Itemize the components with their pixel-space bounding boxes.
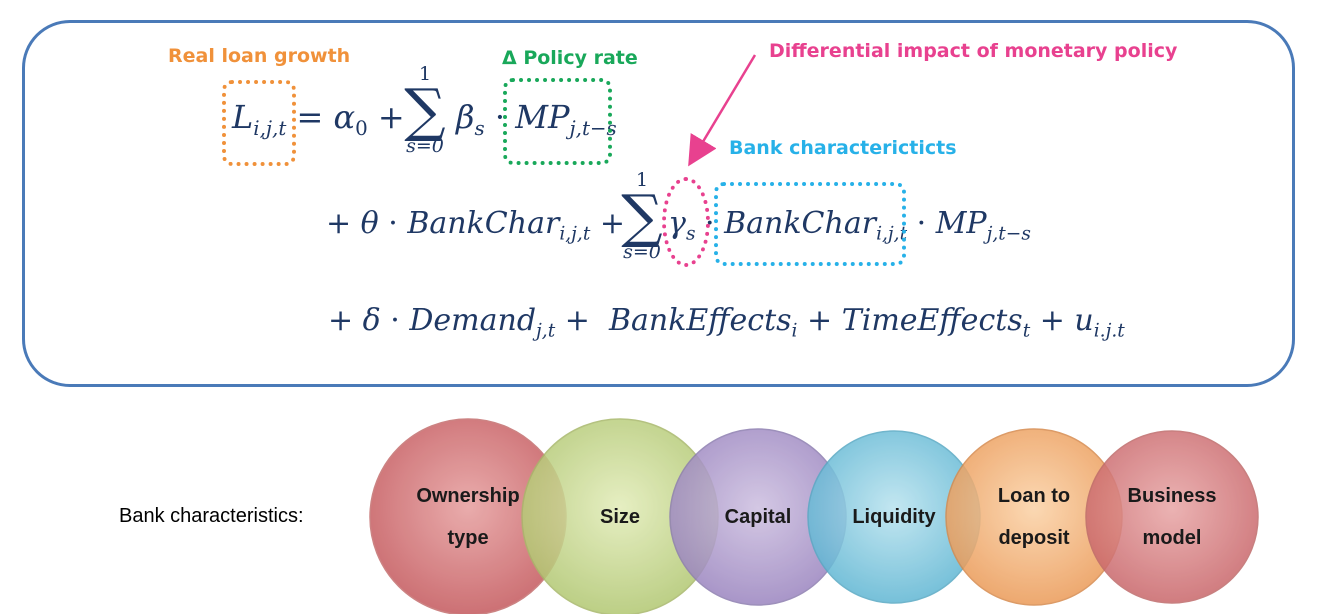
- differential-impact-label: Differential impact of monetary policy: [769, 40, 1178, 62]
- policy-rate-label: Δ Policy rate: [502, 47, 638, 69]
- circle-loan-to-deposit-text: Loan to deposit: [997, 485, 1071, 549]
- equation-line-3: + δ · Demandj,t + BankEffectsi + TimeEff…: [328, 303, 1125, 342]
- gamma-highlight: [662, 177, 710, 267]
- circle-capital-text: Capital: [724, 506, 792, 528]
- circle-business-model: [1085, 430, 1259, 604]
- circle-liquidity-text: Liquidity: [852, 506, 936, 528]
- equation-line-1-rhs: βs · MPj,t−s: [456, 98, 617, 140]
- policy-rate-highlight: [503, 78, 612, 165]
- sum-2: 1 ∑ s=0: [621, 169, 663, 263]
- bank-characteristics-label: Bank characteristics:: [119, 505, 304, 527]
- bank-char-highlight: [714, 182, 906, 266]
- equation-frame: [22, 20, 1295, 387]
- equation-line-1-lhs: Li,j,t = α0 +: [232, 98, 405, 140]
- equation-line-2-left: + θ · BankChari,j,t +: [326, 206, 626, 245]
- bank-characteristics-note-label: Bank charactericticts: [729, 137, 957, 159]
- loan-growth-highlight: [222, 80, 296, 166]
- sum-1: 1 ∑ s=0: [404, 63, 446, 157]
- real-loan-growth-label: Real loan growth: [168, 45, 351, 67]
- circle-ownership-text: Ownership type: [416, 485, 520, 549]
- circle-size-text: Size: [599, 506, 641, 528]
- circle-business-model-text: Business model: [1127, 485, 1217, 549]
